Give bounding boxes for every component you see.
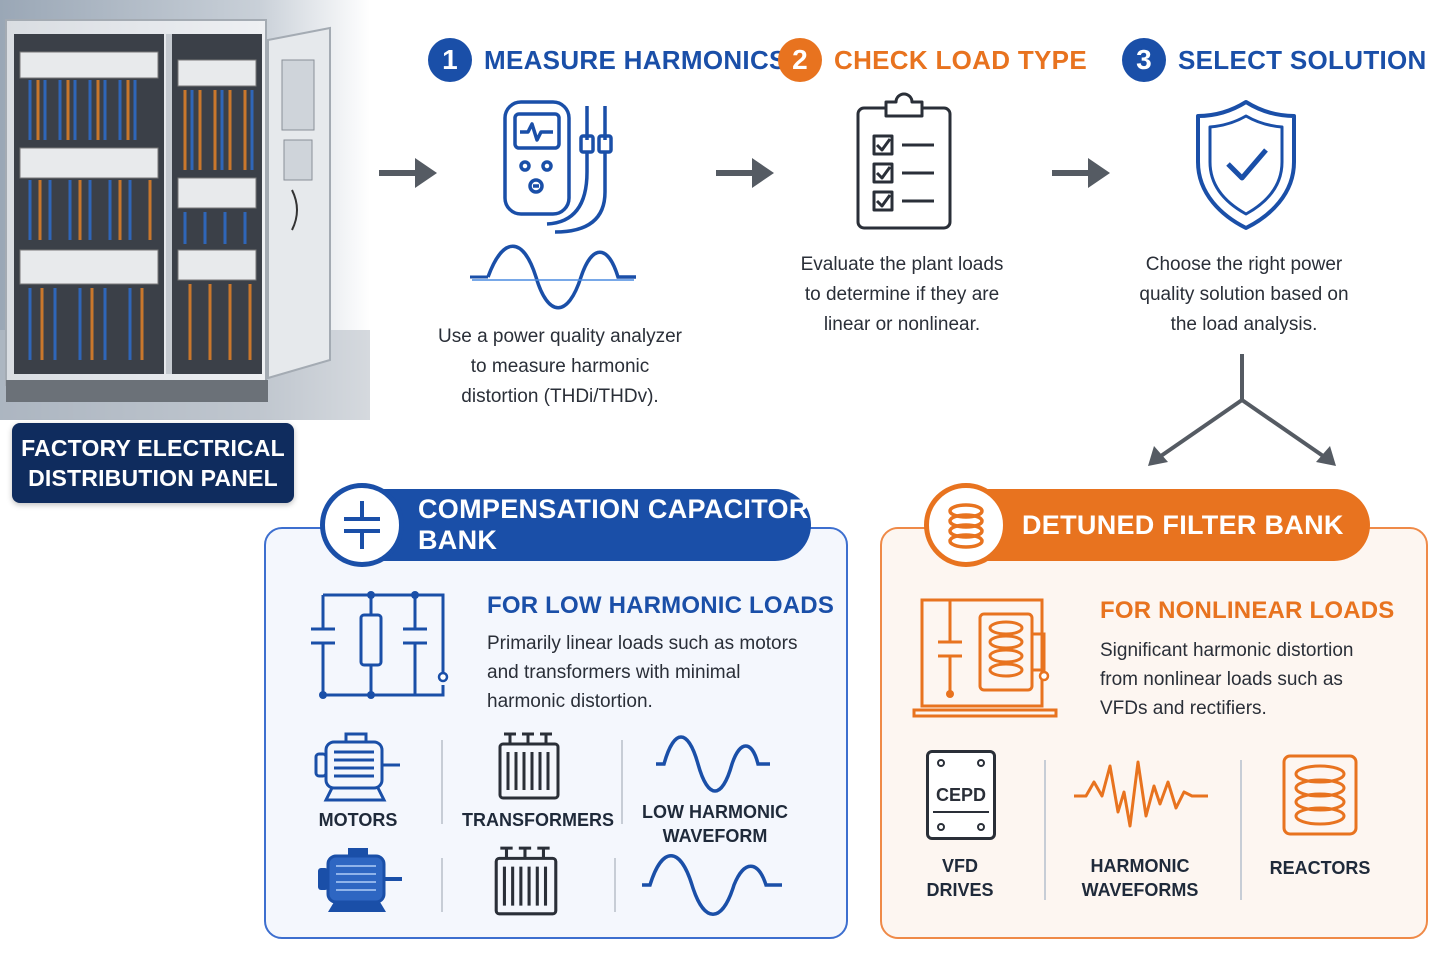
step-3-label: SELECT SOLUTION	[1178, 44, 1427, 75]
shield-check-icon	[1196, 100, 1296, 230]
arrow-right-icon	[379, 158, 437, 188]
distorted-wave-icon	[1074, 760, 1208, 828]
transformer-icon	[494, 846, 558, 916]
vfd-drive-icon-text: CEPD	[935, 785, 986, 805]
capacitor-symbol-icon	[320, 483, 404, 567]
harmonic-waveforms-label: HARMONIC WAVEFORMS	[1081, 856, 1199, 900]
step-2-number: 2	[778, 38, 822, 82]
transformers-label: TRANSFORMERS	[462, 810, 614, 830]
capacitor-bank-subtitle: FOR LOW HARMONIC LOADS	[487, 592, 835, 619]
vfd-drives-label: VFD DRIVES	[926, 856, 994, 900]
step-3-title: 3 SELECT SOLUTION	[1122, 38, 1427, 82]
vfd-drive-icon: CEPD	[926, 750, 996, 840]
detuned-filter-panel	[880, 527, 1428, 939]
panel-badge-line1: FACTORY ELECTRICAL	[21, 435, 285, 461]
divider	[1240, 760, 1242, 900]
step-2-description: Evaluate the plant loads to determine if…	[800, 254, 1004, 335]
sine-wave-icon	[470, 244, 636, 310]
sine-wave-icon	[642, 854, 782, 916]
step-1-label: MEASURE HARMONICS	[484, 44, 787, 75]
step-2-label: CHECK LOAD TYPE	[834, 44, 1087, 75]
low-harmonic-waveform-label: LOW HARMONIC WAVEFORM	[642, 802, 788, 846]
reactor-coil-icon	[924, 483, 1008, 567]
motor-icon	[318, 848, 402, 912]
arrow-right-icon	[716, 158, 774, 188]
distribution-panel-image	[0, 0, 370, 420]
panel-badge: FACTORY ELECTRICAL DISTRIBUTION PANEL	[12, 423, 294, 503]
capacitor-bank-description: Primarily linear loads such as motors an…	[487, 633, 798, 712]
arrow-right-icon	[1052, 158, 1110, 188]
reactors-label: REACTORS	[1269, 858, 1371, 878]
step-1-title: 1 MEASURE HARMONICS	[428, 38, 787, 82]
sine-wave-icon	[656, 735, 770, 793]
divider	[441, 858, 443, 912]
step-3-number: 3	[1122, 38, 1166, 82]
detuned-filter-description: Significant harmonic distortion from non…	[1100, 640, 1354, 719]
motor-icon	[314, 732, 400, 802]
split-arrows-icon	[1148, 354, 1336, 466]
step-2-title: 2 CHECK LOAD TYPE	[778, 38, 1087, 82]
capacitor-circuit-icon	[311, 591, 449, 699]
power-analyzer-icon	[503, 100, 613, 234]
step-3-description: Choose the right power quality solution …	[1139, 254, 1349, 335]
capacitor-bank-banner: COMPENSATION CAPACITOR BANK	[320, 483, 811, 567]
capacitor-bank-title: COMPENSATION CAPACITOR BANK	[418, 494, 809, 555]
panel-badge-line2: DISTRIBUTION PANEL	[28, 465, 278, 491]
detuned-filter-subtitle: FOR NONLINEAR LOADS	[1100, 597, 1395, 624]
detuned-filter-banner: DETUNED FILTER BANK	[924, 483, 1370, 567]
divider	[621, 740, 623, 824]
divider	[441, 740, 443, 824]
divider	[1044, 760, 1046, 900]
transformer-icon	[498, 732, 560, 800]
step-1-description: Use a power quality analyzer to measure …	[438, 326, 682, 407]
detuned-filter-title: DETUNED FILTER BANK	[1022, 509, 1344, 540]
clipboard-checklist-icon	[856, 92, 952, 230]
reactor-coil-icon	[1282, 754, 1358, 836]
motors-label: MOTORS	[318, 810, 398, 830]
step-1-number: 1	[428, 38, 472, 82]
filter-circuit-icon	[912, 598, 1058, 718]
divider	[614, 858, 616, 912]
